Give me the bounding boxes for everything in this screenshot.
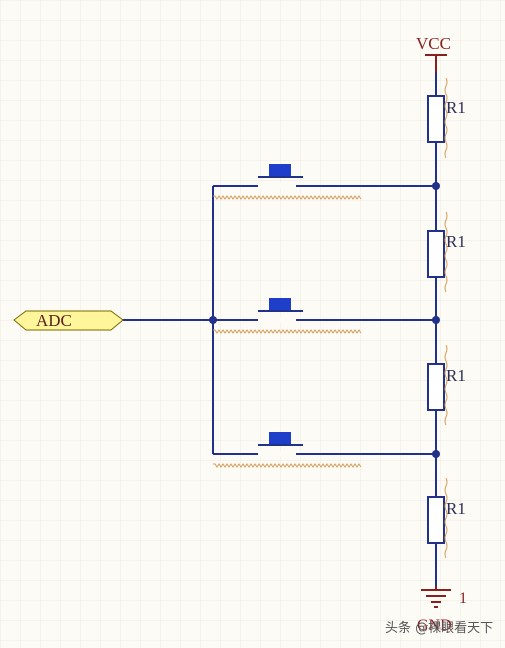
junction-dot: [209, 316, 217, 324]
squiggle-marker: [213, 329, 362, 334]
adc-port[interactable]: ADC: [13, 310, 124, 331]
squiggle-marker: [444, 344, 448, 426]
pushbutton-3[interactable]: [213, 432, 362, 468]
squiggle-marker: [444, 211, 448, 293]
resistor-designator: R1: [446, 98, 466, 117]
squiggle-marker: [213, 463, 362, 468]
junction-dot: [432, 182, 440, 190]
watermark-text: 头条 @裸眼看天下: [385, 620, 493, 636]
switch-gap: [249, 317, 305, 323]
vcc-label: VCC: [416, 34, 451, 53]
pushbutton-1[interactable]: [213, 164, 362, 200]
resistor-body: [427, 496, 445, 544]
gnd-label: GND: [417, 617, 452, 634]
gnd-pin-number: 1: [459, 590, 467, 607]
switch-gap: [249, 183, 305, 189]
resistor-designator: R1: [446, 232, 466, 251]
resistor-body: [427, 230, 445, 278]
switch-cap: [269, 164, 291, 176]
vcc-power-symbol[interactable]: VCC: [416, 34, 451, 72]
switch-gap: [249, 451, 305, 457]
resistor-designator: R1: [446, 366, 466, 385]
resistor-2[interactable]: R1: [427, 230, 466, 278]
gnd-power-symbol[interactable]: 1 GND: [417, 586, 467, 634]
resistor-body: [427, 363, 445, 411]
switch-cap: [269, 298, 291, 310]
squiggle-marker: [444, 477, 448, 559]
resistor-4[interactable]: R1: [427, 496, 466, 544]
squiggle-marker: [213, 195, 362, 200]
resistor-1[interactable]: R1: [427, 95, 466, 143]
pushbutton-2[interactable]: [213, 298, 362, 334]
junction-dot: [432, 316, 440, 324]
squiggle-marker: [444, 77, 448, 159]
port-shape: [13, 310, 124, 331]
switch-cap: [269, 432, 291, 444]
resistor-3[interactable]: R1: [427, 363, 466, 411]
resistor-body: [427, 95, 445, 143]
port-label: ADC: [36, 311, 72, 330]
junction-dot: [432, 450, 440, 458]
resistor-designator: R1: [446, 499, 466, 518]
